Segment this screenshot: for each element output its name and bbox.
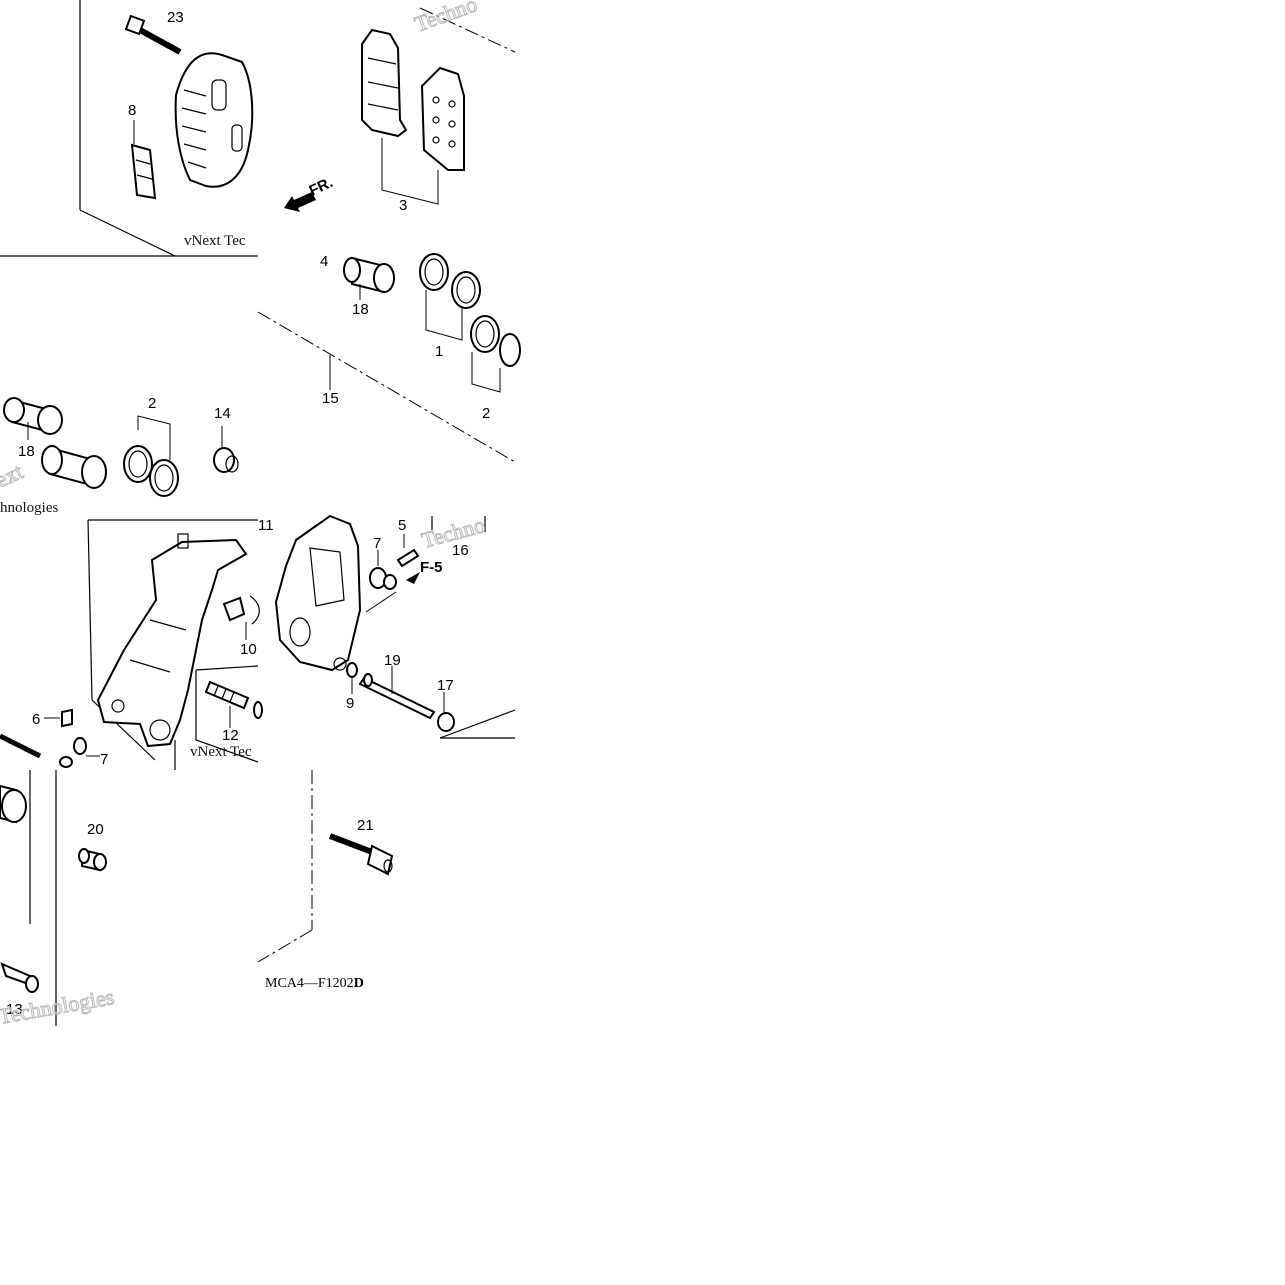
callout-21: 21	[357, 817, 374, 834]
bolt-13	[0, 962, 39, 993]
callout-11: 11	[258, 517, 274, 534]
brake-pad-a	[361, 28, 408, 138]
front-direction-arrow	[284, 192, 316, 212]
pin-left	[0, 733, 42, 759]
callout-1: 1	[435, 343, 443, 360]
callout-12: 12	[222, 727, 239, 744]
watermark-fragment-left: ext	[0, 459, 26, 493]
bleeder-cap-7	[369, 550, 397, 590]
seal-2b	[499, 333, 521, 367]
tile-top-left: 23 8 vNext Tec	[0, 0, 258, 257]
watermark-text-lower: vNext Tec	[190, 744, 252, 760]
bolt-23	[124, 14, 182, 55]
washer-9	[346, 662, 358, 694]
tile-left-middle: 2 14 18 ext hnologies	[0, 395, 239, 516]
sleeve-large	[41, 445, 107, 489]
tile-caliper-body: 7 5 F-5 16 19 9 17 12 Techno	[204, 512, 516, 744]
callout-17: 17	[437, 677, 454, 694]
callout-10: 10	[240, 641, 257, 658]
watermark-fragment-bottom: Technologies	[0, 984, 116, 1029]
collar-20	[78, 848, 107, 872]
callout-18: 18	[352, 301, 369, 318]
callout-18-left: 18	[18, 443, 35, 460]
callout-14: 14	[214, 405, 231, 422]
dust-boot-14	[213, 426, 239, 473]
callout-15: 15	[322, 390, 339, 407]
callout-20: 20	[87, 821, 104, 838]
bolt-21	[328, 833, 394, 876]
watermark-text: vNext Tec	[184, 233, 246, 249]
callout-2-left: 2	[148, 395, 156, 412]
tile-top-middle: FR. 3 Techno	[284, 0, 516, 214]
pad-clip-10	[222, 595, 260, 640]
reference-label: F-5	[420, 559, 443, 576]
caliper-half	[174, 52, 254, 188]
diagram-code-suffix: D	[354, 976, 364, 991]
tile-bottom: 20 21 13 MCA4—F1202D Technologies	[0, 770, 394, 1029]
callout-5: 5	[398, 517, 406, 534]
caliper-bracket-11	[96, 533, 248, 748]
diagram-code: MCA4—F1202D	[265, 976, 364, 991]
bleeder-5	[396, 534, 420, 568]
pad-pin-19	[358, 666, 436, 720]
callout-6: 6	[32, 711, 40, 728]
sleeve-18-lower	[3, 397, 63, 435]
front-direction-label: FR.	[307, 174, 336, 200]
callout-7-left: 7	[100, 751, 108, 768]
callout-4: 4	[320, 253, 328, 270]
bleeder-cap-7-left	[59, 737, 100, 768]
callout-3: 3	[399, 197, 407, 214]
caliper-body	[274, 514, 362, 672]
tile-bracket: 11 10	[87, 517, 274, 770]
plug-17	[437, 692, 455, 732]
callout-19: 19	[384, 652, 401, 669]
callout-13: 13	[6, 1001, 23, 1018]
sleeve-18-upper	[343, 256, 395, 294]
callout-8: 8	[128, 102, 136, 119]
sleeve-left-partial	[0, 784, 27, 824]
tile-seals: 4 18 1 15 2	[257, 253, 521, 463]
callout-16: 16	[452, 542, 469, 559]
bolt-12	[204, 680, 263, 728]
callout-23: 23	[167, 9, 184, 26]
callout-9: 9	[346, 695, 354, 712]
watermark-fragment-left-2: hnologies	[0, 500, 58, 516]
pad-spring-8	[130, 120, 157, 200]
bleeder-6	[44, 708, 73, 728]
diagram-code-main: MCA4—F1202	[265, 976, 354, 991]
brake-pad-b	[420, 66, 465, 171]
tile-left-lower: 6 7 vNext Tec	[0, 708, 252, 768]
callout-2: 2	[482, 405, 490, 422]
callout-7: 7	[373, 535, 381, 552]
